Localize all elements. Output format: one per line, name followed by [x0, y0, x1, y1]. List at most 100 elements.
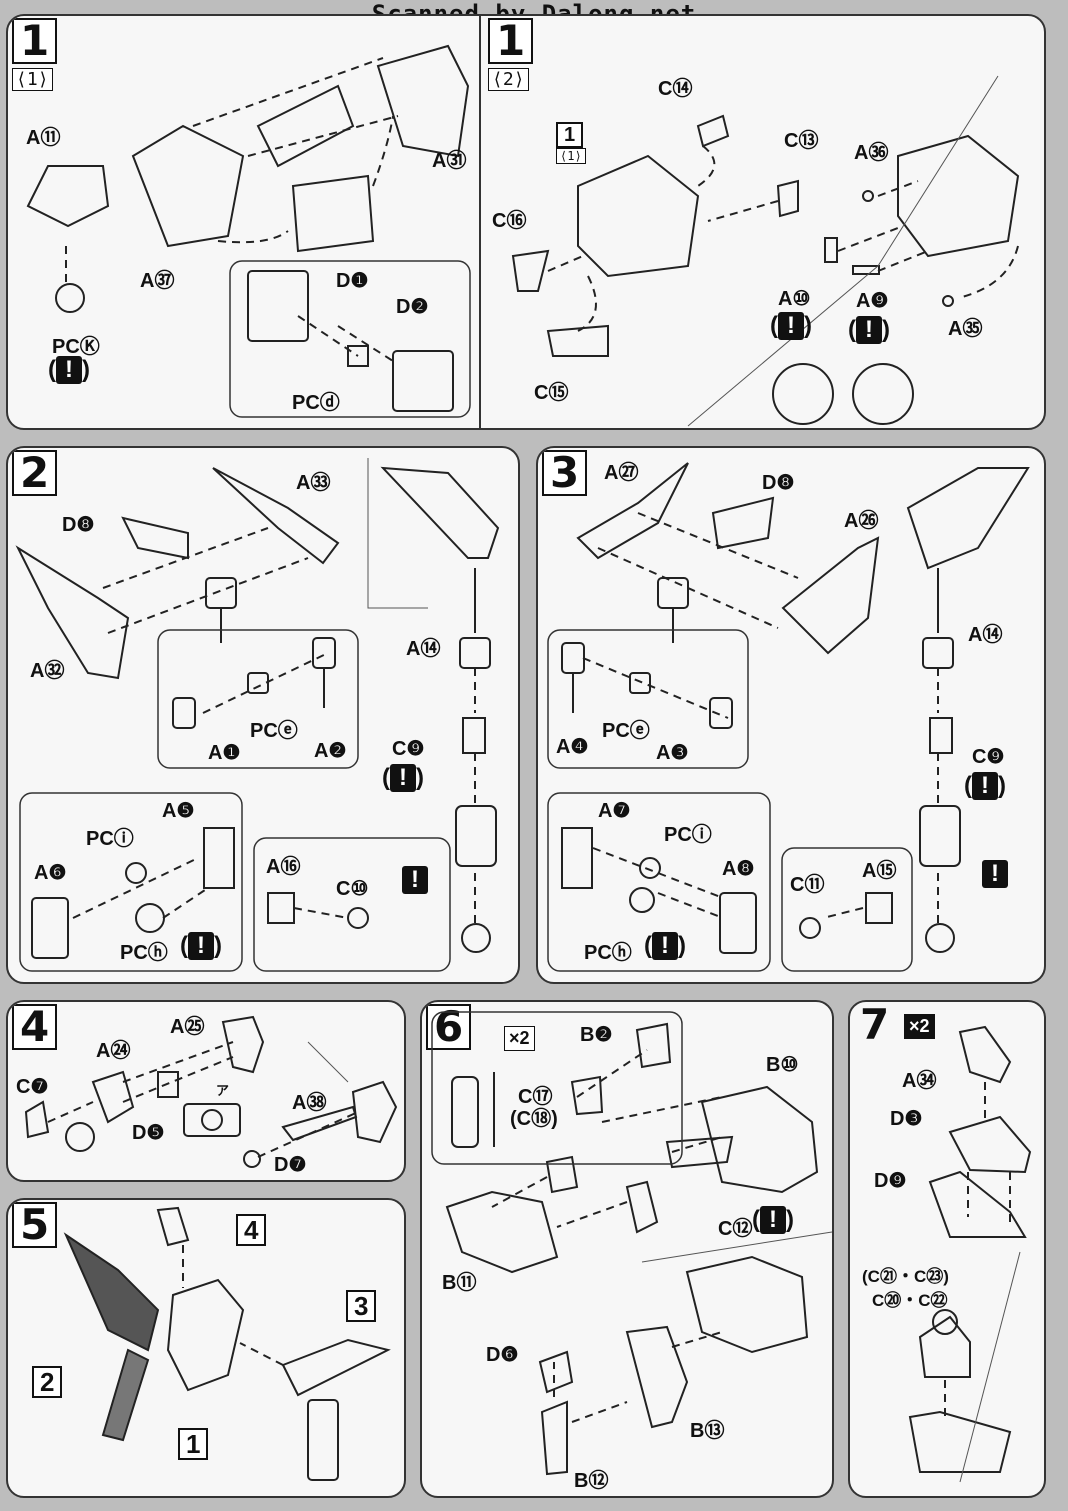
part-label: C⑫ — [718, 1218, 753, 1240]
step-5-diagram — [63, 1206, 391, 1481]
part-label: A❼ — [598, 800, 631, 822]
part-label: A㉟ — [948, 318, 983, 340]
caution-mark: (!) — [752, 1206, 794, 1234]
part-label: PCⓗ — [584, 942, 632, 964]
part-label: C⑰ — [518, 1086, 553, 1108]
part-label: D❶ — [336, 270, 369, 292]
reference-box: 2 — [32, 1366, 63, 1398]
part-label: PCⓗ — [120, 942, 168, 964]
step-1-diagram — [26, 16, 1020, 428]
part-label: A㉗ — [604, 462, 639, 484]
part-label: A❽ — [722, 858, 755, 880]
step-number: 4 — [12, 1004, 58, 1050]
part-label: A❻ — [34, 862, 67, 884]
part-label: B⑪ — [442, 1272, 477, 1294]
part-label: A❹ — [556, 736, 589, 758]
substep-label: ⟨1⟩ — [556, 148, 586, 164]
step-2-panel: 2 — [6, 446, 520, 984]
step-number: 1 — [488, 18, 534, 64]
caution-mark: (!) — [180, 932, 222, 960]
part-label: D❽ — [762, 472, 795, 494]
part-label: A❺ — [162, 800, 195, 822]
part-label: A㉜ — [30, 660, 65, 682]
part-label: A❾ — [856, 290, 889, 312]
part-label: A㉖ — [844, 510, 879, 532]
part-label: A⑩ — [778, 288, 811, 310]
part-label: A❶ — [208, 742, 241, 764]
part-label: D❸ — [890, 1108, 923, 1130]
part-label: A㊱ — [854, 142, 889, 164]
part-label: C⑩ — [336, 878, 369, 900]
part-label: PCⓓ — [292, 392, 340, 414]
part-label: D❺ — [132, 1122, 165, 1144]
part-label: A㉞ — [902, 1070, 937, 1092]
part-label: C⑬ — [784, 130, 819, 152]
part-label: C❼ — [16, 1076, 49, 1098]
step-6-diagram — [431, 1011, 832, 1476]
step-number: 1 — [12, 18, 58, 64]
part-label: C⑳・C㉒ — [872, 1291, 948, 1310]
part-label: A⑭ — [406, 638, 441, 660]
step-1-panel: 1 ⟨1⟩ 1 ⟨2⟩ — [6, 14, 1046, 430]
part-label: A⑮ — [862, 860, 897, 882]
part-label: D❼ — [274, 1154, 307, 1176]
part-label: A㉛ — [432, 150, 467, 172]
step-6-panel: 6 ×2 B❷ B⑩ — [420, 1000, 834, 1498]
caution-mark: (!) — [770, 312, 812, 340]
step-number: 5 — [12, 1202, 58, 1248]
step-3-panel: 3 — [536, 446, 1046, 984]
step-3-diagram — [547, 462, 1030, 972]
caution-mark: (!) — [964, 772, 1006, 800]
reference-box: 1 — [178, 1428, 209, 1460]
caution-mark: (!) — [382, 764, 424, 792]
part-label: A㊲ — [140, 270, 175, 292]
part-label: A㉝ — [296, 472, 331, 494]
step-number: 3 — [542, 450, 588, 496]
reference-box: 1 — [556, 122, 584, 148]
part-label: A㉕ — [170, 1016, 205, 1038]
caution-mark: ! — [982, 860, 1008, 888]
part-label: D❻ — [486, 1344, 519, 1366]
part-label: A❸ — [656, 742, 689, 764]
part-label: (C⑱) — [510, 1108, 558, 1130]
step-7-panel: 7 ×2 A㉞ D❸ D❾ (C㉑・C㉓) C⑳・C㉒ — [848, 1000, 1046, 1498]
part-label: A❷ — [314, 740, 347, 762]
part-label: B⑫ — [574, 1470, 609, 1492]
substep-label: ⟨1⟩ — [12, 68, 53, 91]
part-label: D❷ — [396, 296, 429, 318]
part-label: (C㉑・C㉓) — [862, 1267, 949, 1286]
step-2-diagram — [15, 458, 500, 972]
quantity-badge: ×2 — [904, 1014, 935, 1039]
caution-mark: ! — [402, 866, 428, 894]
part-label: C⑪ — [790, 874, 825, 896]
part-label: C❾ — [972, 746, 1005, 768]
part-label: PCⓔ — [250, 720, 298, 742]
part-label: PCⓘ — [86, 828, 134, 850]
quantity-badge: ×2 — [504, 1026, 535, 1051]
step-number: 7 — [860, 1000, 890, 1049]
part-label: C❾ — [392, 738, 425, 760]
part-label: B❷ — [580, 1024, 613, 1046]
part-label: D❾ — [874, 1170, 907, 1192]
part-label: ア — [216, 1083, 230, 1098]
part-label: C⑯ — [492, 210, 527, 232]
part-label: PCⓀ — [52, 336, 100, 358]
part-label: D❽ — [62, 514, 95, 536]
step-number: 2 — [12, 450, 58, 496]
part-label: A㉔ — [96, 1040, 131, 1062]
substep-label: ⟨2⟩ — [488, 68, 529, 91]
step-7-diagram — [908, 1025, 1032, 1483]
caution-mark: (!) — [48, 356, 90, 384]
caution-mark: (!) — [848, 316, 890, 344]
part-label: C⑭ — [658, 78, 693, 100]
part-label: A⑭ — [968, 624, 1003, 646]
part-label: A⑯ — [266, 856, 301, 878]
part-label: C⑮ — [534, 382, 569, 404]
part-label: B⑬ — [690, 1420, 725, 1442]
part-label: B⑩ — [766, 1054, 799, 1076]
part-label: PCⓘ — [664, 824, 712, 846]
part-label: PCⓔ — [602, 720, 650, 742]
reference-box: 3 — [346, 1290, 377, 1322]
part-label: A㊳ — [292, 1092, 327, 1114]
part-label: A⑪ — [26, 127, 61, 149]
